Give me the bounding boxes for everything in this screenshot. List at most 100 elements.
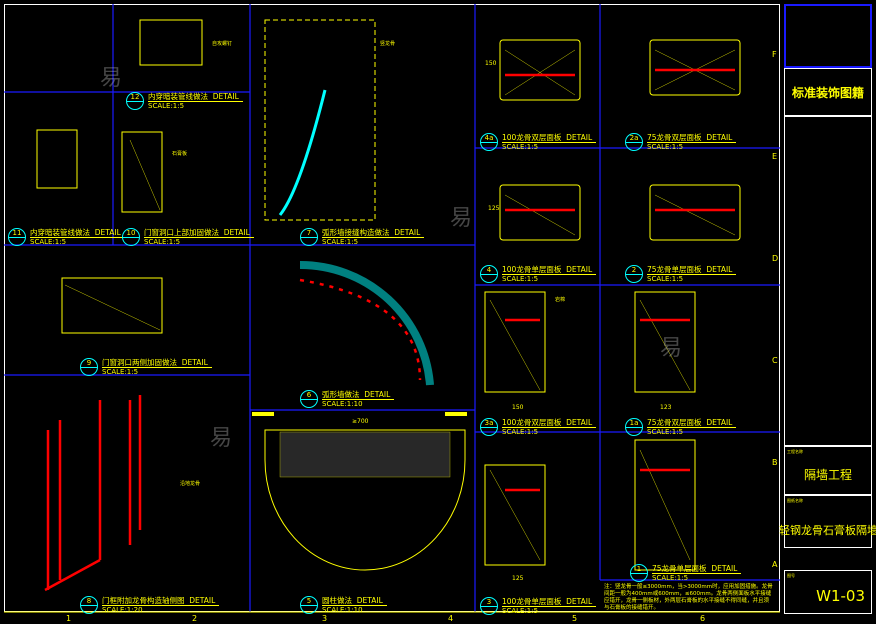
detail-scale: SCALE:1:5: [502, 428, 539, 436]
detail-scale: SCALE:1:20: [102, 606, 143, 614]
detail-bubble: 4a: [480, 133, 498, 151]
axis-column-label: 5: [572, 614, 578, 623]
axis-row-label: D: [772, 254, 779, 263]
axis-row-label: A: [772, 560, 778, 569]
detail-bubble: 1: [630, 564, 648, 582]
detail-bubble: 8: [80, 596, 98, 614]
axis-row-label: C: [772, 356, 778, 365]
watermark: 易: [450, 206, 473, 231]
detail-scale: SCALE:1:5: [502, 607, 539, 615]
detail-name: 内穿暗装管线做法 DETAIL: [30, 228, 125, 238]
drawing-number-cell: 图号 W1-03: [784, 570, 872, 614]
axis-column-label: 3: [322, 614, 328, 623]
detail-scale: SCALE:1:5: [652, 574, 689, 582]
detail-name: 75龙骨双层面板 DETAIL: [647, 418, 737, 428]
blank-area: [784, 116, 872, 446]
detail-name: 100龙骨单层面板 DETAIL: [502, 265, 597, 275]
detail-name: 门窗洞口上部加固做法 DETAIL: [144, 228, 254, 238]
detail-bubble: 9: [80, 358, 98, 376]
detail-name: 75龙骨单层面板 DETAIL: [647, 265, 737, 275]
detail-name: 圆柱做法 DETAIL: [322, 596, 387, 606]
dimension: 150: [512, 404, 524, 411]
company-name: 标准装饰图籍: [784, 68, 872, 116]
axis-column-label: 2: [192, 614, 198, 623]
axis-column-label: 6: [700, 614, 706, 623]
callout-label: 沿地龙骨: [180, 481, 201, 487]
project-label: 工程名称: [787, 449, 803, 454]
watermark: 易: [100, 66, 123, 91]
watermark: 易: [660, 336, 683, 361]
callout-label: 石膏板: [172, 151, 188, 157]
detail-bubble: 12: [126, 92, 144, 110]
axis-column-label: 1: [66, 614, 72, 623]
detail-name: 75龙骨单层面板 DETAIL: [652, 564, 742, 574]
detail-bubble: 7: [300, 228, 318, 246]
detail-scale: SCALE:1:5: [30, 238, 67, 246]
callout-label: 岩棉: [555, 297, 566, 303]
drawing-name: 轻钢龙骨石膏板隔墙: [779, 524, 876, 537]
axis-row-label: B: [772, 458, 778, 467]
drawing-number: W1-03: [816, 587, 865, 605]
detail-bubble: 10: [122, 228, 140, 246]
detail-bubble: 11: [8, 228, 26, 246]
detail-scale: SCALE:1:5: [148, 102, 185, 110]
detail-bubble: 1a: [625, 418, 643, 436]
detail-bubble: 4: [480, 265, 498, 283]
axis-row-label: F: [772, 50, 777, 59]
dimension: 125: [488, 205, 500, 212]
drawing-label: 图纸名称: [787, 498, 803, 503]
detail-name: 门框附加龙骨构造轴侧图 DETAIL: [102, 596, 220, 606]
detail-bubble: 2a: [625, 133, 643, 151]
axis-row-label: E: [772, 152, 778, 161]
dimension: 123: [660, 404, 672, 411]
detail-bubble: 3: [480, 597, 498, 615]
detail-scale: SCALE:1:5: [144, 238, 181, 246]
detail-bubble: 6: [300, 390, 318, 408]
detail-bubble: 2: [625, 265, 643, 283]
watermark: 易: [210, 426, 233, 451]
detail-name: 内穿暗装管线做法 DETAIL: [148, 92, 243, 102]
dimension: 150: [485, 60, 497, 67]
callout-label: 自攻螺钉: [212, 41, 233, 47]
detail-scale: SCALE:1:10: [322, 606, 363, 614]
axis-column-label: 4: [448, 614, 454, 623]
detail-name: 弧形墙做法 DETAIL: [322, 390, 395, 400]
detail-scale: SCALE:1:5: [647, 275, 684, 283]
detail-name: 门窗洞口两侧加固做法 DETAIL: [102, 358, 212, 368]
detail-bubble: 3a: [480, 418, 498, 436]
detail-name: 100龙骨单层面板 DETAIL: [502, 597, 597, 607]
project-cell: 工程名称 隔墙工程: [784, 446, 872, 495]
drawing-name-cell: 图纸名称 轻钢龙骨石膏板隔墙: [779, 495, 876, 548]
detail-scale: SCALE:1:5: [647, 428, 684, 436]
detail-scale: SCALE:1:10: [322, 400, 363, 408]
detail-scale: SCALE:1:5: [102, 368, 139, 376]
general-note: 注：竖龙骨一般≤3000mm，当>3000mm时，应用加固措施。龙骨间距一般为4…: [604, 584, 773, 611]
detail-name: 100龙骨双层面板 DETAIL: [502, 418, 597, 428]
detail-name: 100龙骨双层面板 DETAIL: [502, 133, 597, 143]
callout-label: 竖龙骨: [380, 41, 396, 47]
logo-box: [784, 4, 872, 68]
detail-name: 弧形墙接缝构造做法 DETAIL: [322, 228, 425, 238]
drawing-number-label: 图号: [787, 573, 795, 578]
detail-scale: SCALE:1:5: [322, 238, 359, 246]
detail-scale: SCALE:1:5: [502, 275, 539, 283]
detail-scale: SCALE:1:5: [647, 143, 684, 151]
dimension: 125: [512, 575, 524, 582]
detail-scale: SCALE:1:5: [502, 143, 539, 151]
